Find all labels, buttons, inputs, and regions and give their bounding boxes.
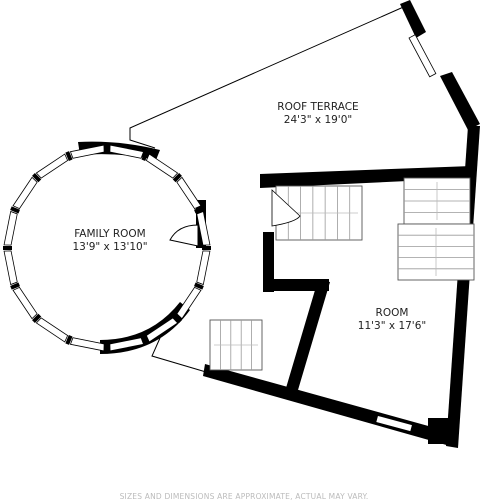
room-labels: ROOF TERRACE 24'3" x 19'0" FAMILY ROOM 1… [72,101,426,332]
wall-family-bottom [100,302,190,354]
family-window-segment [69,144,105,159]
family-window-segment [176,286,202,320]
wall-ne-lower [440,72,480,130]
wall-interior-diagonal [286,280,330,390]
wall-se-corner [428,418,454,444]
wall-interior-jog [263,279,329,291]
family-mullion [65,335,73,345]
family-window-segment [145,317,179,343]
wall-interior-left-lower [263,232,274,292]
family-room-door[interactable] [169,224,199,247]
stair-right-lower [397,223,475,281]
family-window-segment [109,337,145,352]
roof-terrace-name: ROOF TERRACE [277,101,358,113]
family-window-segment [109,144,145,159]
family-window-segment [35,153,69,179]
room-name: ROOM [376,307,409,319]
family-mullion [141,151,149,161]
window-ne [408,34,437,78]
family-mullion [172,173,182,183]
family-mullion [141,335,149,345]
wall-east [446,126,480,448]
family-mullion [32,173,42,183]
family-mullion [65,151,73,161]
family-window-segment [196,250,211,286]
family-mullion [194,206,204,214]
family-mullion [10,282,20,290]
family-mullion [172,313,182,323]
stair-upper-left [271,185,363,241]
family-window-segment [3,210,18,246]
family-window-segment [176,176,202,210]
disclaimer-text: SIZES AND DIMENSIONS ARE APPROXIMATE, AC… [120,492,369,500]
family-room-dims: 13'9" x 13'10" [72,241,147,253]
family-window-segment [3,250,18,286]
stair-upper-right [403,177,471,225]
family-mullion [32,313,42,323]
wall-south [203,364,450,446]
room-dims: 11'3" x 17'6" [358,320,426,332]
roof-terrace-outline [129,4,409,373]
family-window-segment [12,176,38,210]
wall-interior-left [260,176,272,186]
family-window-segment [196,210,211,246]
roof-terrace-dims: 24'3" x 19'0" [284,114,352,126]
wall-ne-diagonal [400,0,426,38]
stair-lower-left [209,319,263,371]
door-swing [271,189,301,227]
family-window-segment [35,317,69,343]
family-window-segment [145,153,179,179]
family-mullion [10,206,20,214]
wall-interior-top [260,166,472,188]
window-south [375,414,413,433]
family-mullion [194,282,204,290]
family-window-segment [12,286,38,320]
family-window-segment [69,337,105,352]
windows [375,34,437,433]
family-room-name: FAMILY ROOM [74,228,146,240]
family-room-shell [3,144,211,352]
